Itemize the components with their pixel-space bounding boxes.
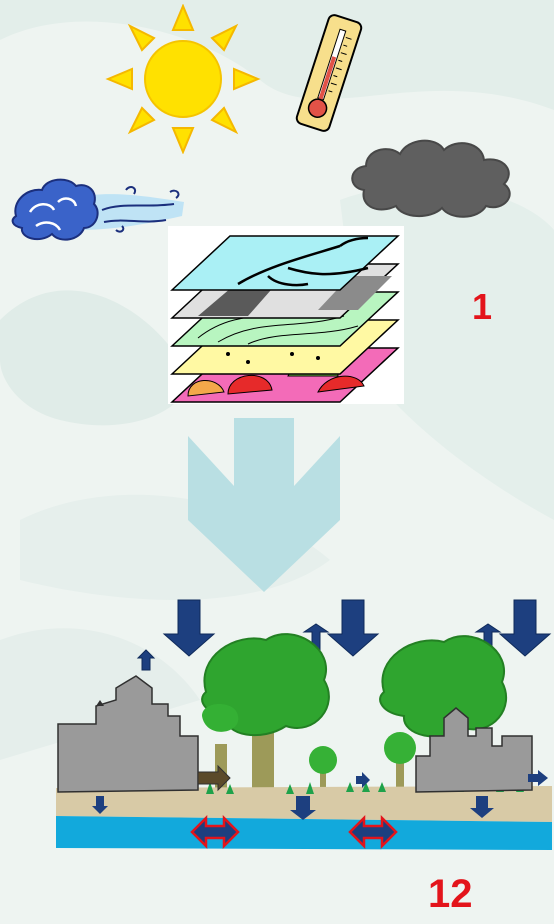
landscape-icon [56, 599, 552, 850]
diagram-label-1: 1 [472, 286, 493, 327]
sun-icon [105, 4, 261, 154]
down-arrow-icon [188, 418, 340, 592]
wind-icon [11, 178, 184, 241]
cloud-icon [351, 139, 511, 218]
diagram-label-12: 12 [428, 872, 473, 916]
thermometer-icon [295, 14, 363, 132]
layers-map-icon [168, 226, 404, 404]
